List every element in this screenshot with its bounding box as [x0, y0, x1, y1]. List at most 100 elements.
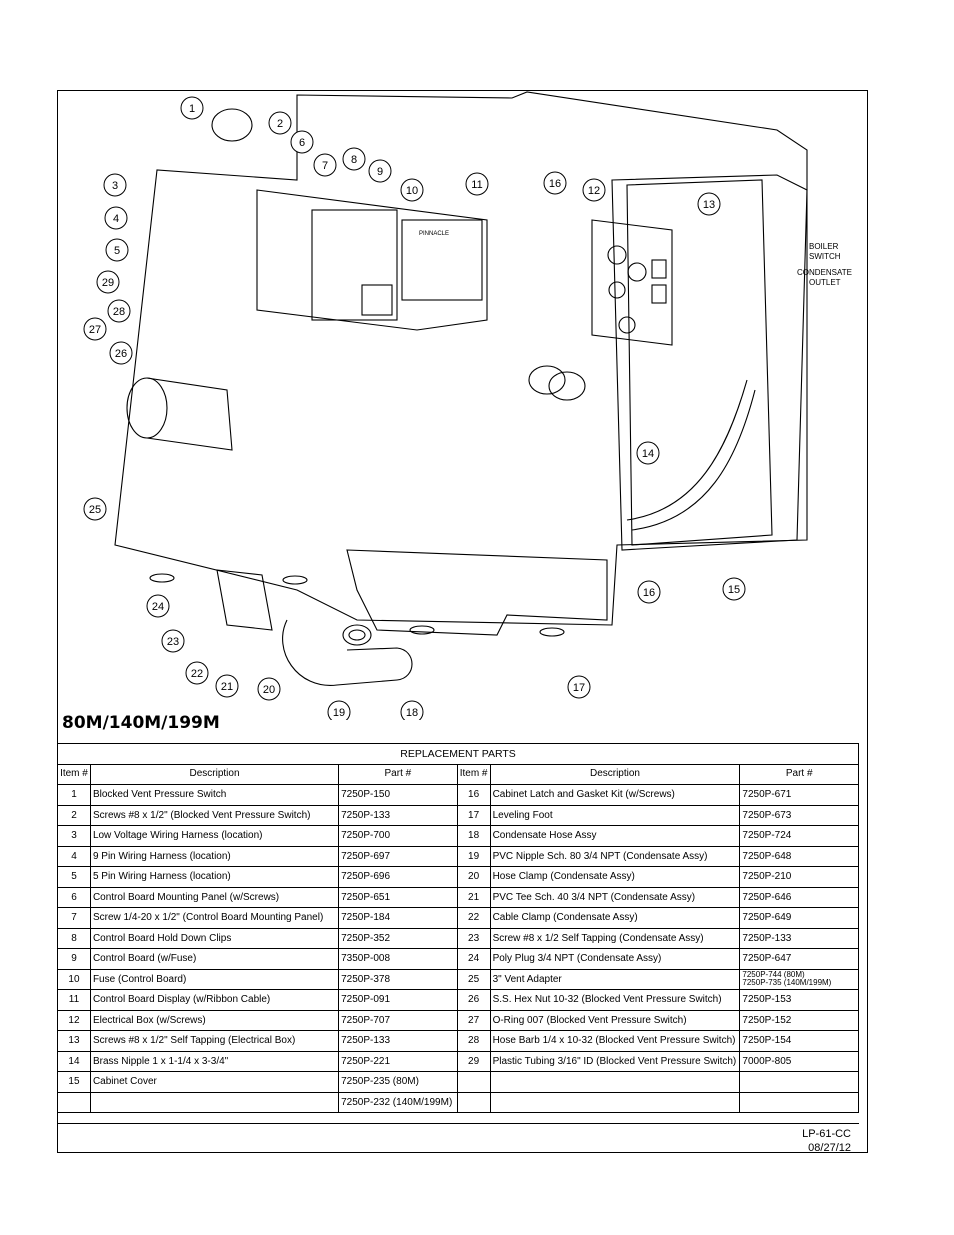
- callout-1: 1: [180, 96, 204, 120]
- item-cell: 4: [57, 845, 91, 867]
- callout-number: 20: [263, 684, 275, 696]
- callout-5: 5: [105, 238, 129, 262]
- condensate-outlet-label-2: OUTLET: [809, 278, 841, 287]
- callout-circle: [543, 171, 567, 195]
- replacement-parts-table: REPLACEMENT PARTS Item # Description Par…: [57, 743, 859, 1113]
- cabinet-body-outline: [114, 91, 808, 626]
- description-cell: Screw 1/4-20 x 1/2" (Control Board Mount…: [89, 907, 340, 929]
- condensate-outlet: [651, 284, 667, 304]
- callout-19: 19: [327, 700, 351, 720]
- callout-number: 17: [573, 682, 585, 694]
- item-cell: 5: [57, 866, 91, 888]
- callout-21: 21: [215, 674, 239, 698]
- callout-number: 7: [322, 160, 328, 172]
- description-cell: Hose Barb 1/4 x 10-32 (Blocked Vent Pres…: [489, 1030, 741, 1052]
- item-cell: [57, 1091, 91, 1113]
- callout-4: 4: [104, 206, 128, 230]
- callout-12: 12: [582, 178, 606, 202]
- part-number-cell: 7250P-724: [739, 825, 859, 847]
- control-panel-outline: [256, 189, 488, 331]
- description-cell: Fuse (Control Board): [89, 968, 340, 990]
- part-number-cell: 7250P-700: [338, 825, 458, 847]
- callout-7: 7: [313, 153, 337, 177]
- item-cell: 29: [456, 1050, 491, 1072]
- col-desc-left: Description: [89, 763, 340, 785]
- callout-number: 13: [703, 199, 715, 211]
- boiler-switch-label-1: BOILER: [809, 242, 839, 251]
- brass-nipple: [528, 365, 566, 395]
- exploded-parts-diagram: BOILER SWITCH CONDENSATE OUTLET PINNACLE…: [83, 91, 852, 720]
- knockout-2: [627, 262, 647, 282]
- callout-number: 27: [89, 324, 101, 336]
- description-cell: Brass Nipple 1 x 1-1/4 x 3-3/4": [89, 1050, 340, 1072]
- item-cell: 24: [456, 948, 491, 970]
- item-cell: 25: [456, 968, 491, 990]
- description-cell: Hose Clamp (Condensate Assy): [489, 866, 741, 888]
- description-cell: PVC Nipple Sch. 80 3/4 NPT (Condensate A…: [489, 845, 741, 867]
- part-number-cell: 7250P-184: [338, 907, 458, 929]
- callout-circle: [342, 147, 366, 171]
- item-cell: 8: [57, 927, 91, 949]
- cover-curve: [626, 379, 748, 521]
- item-cell: 22: [456, 907, 491, 929]
- description-cell: 9 Pin Wiring Harness (location): [89, 845, 340, 867]
- part-number-cell: 7250P-744 (80M)7250P-735 (140M/199M): [739, 968, 859, 990]
- item-cell: 1: [57, 784, 91, 806]
- callout-26: 26: [109, 341, 133, 365]
- leveling-foot-1: [149, 573, 175, 583]
- item-cell: 13: [57, 1030, 91, 1052]
- item-cell: 20: [456, 866, 491, 888]
- table-row: 7250P-232 (140M/199M): [57, 1091, 859, 1113]
- part-number-cell: 7250P-153: [739, 989, 859, 1011]
- part-number-cell: 7250P-646: [739, 886, 859, 908]
- callout-circle: [146, 594, 170, 618]
- callout-3: 3: [103, 173, 127, 197]
- description-cell: [489, 1091, 741, 1113]
- vent-adapter-front: [126, 377, 168, 439]
- description-cell: Blocked Vent Pressure Switch: [89, 784, 340, 806]
- callout-circle: [103, 173, 127, 197]
- description-cell: Low Voltage Wiring Harness (location): [89, 825, 340, 847]
- part-number-cell: 7250P-133: [338, 1030, 458, 1052]
- page-frame: [57, 90, 868, 1153]
- callout-24: 24: [146, 594, 170, 618]
- item-cell: [456, 1071, 491, 1093]
- callout-number: 11: [471, 179, 482, 191]
- part-number-cell: 7250P-210: [739, 866, 859, 888]
- part-number-cell: 7250P-235 (80M): [338, 1071, 458, 1093]
- callout-circle: [290, 130, 314, 154]
- part-number-cell: 7250P-091: [338, 989, 458, 1011]
- callout-circle: [582, 178, 606, 202]
- callout-number: 29: [102, 277, 114, 289]
- callout-number: 9: [377, 166, 383, 178]
- part-number-cell: 7250P-352: [338, 927, 458, 949]
- document-id: LP-61-CC: [802, 1128, 851, 1140]
- part-number-line: 7250P-735 (140M/199M): [742, 978, 832, 988]
- item-cell: [456, 1091, 491, 1113]
- callout-number: 26: [115, 348, 127, 360]
- item-cell: 6: [57, 886, 91, 908]
- callout-circle: [105, 238, 129, 262]
- callout-27: 27: [83, 317, 107, 341]
- description-cell: [489, 1071, 741, 1093]
- callout-circle: [636, 441, 660, 465]
- control-board: [311, 209, 398, 321]
- callout-circle: [313, 153, 337, 177]
- item-cell: 12: [57, 1009, 91, 1031]
- part-number-cell: 7250P-696: [338, 866, 458, 888]
- vent-adapter-body: [146, 377, 233, 451]
- item-cell: 14: [57, 1050, 91, 1072]
- leveling-foot-2: [282, 575, 308, 585]
- callout-number: 8: [351, 154, 357, 166]
- description-cell: Screws #8 x 1/2" Self Tapping (Electrica…: [89, 1030, 340, 1052]
- item-cell: 19: [456, 845, 491, 867]
- cabinet-base: [346, 549, 608, 636]
- item-cell: 9: [57, 948, 91, 970]
- callout-17: 17: [567, 675, 591, 699]
